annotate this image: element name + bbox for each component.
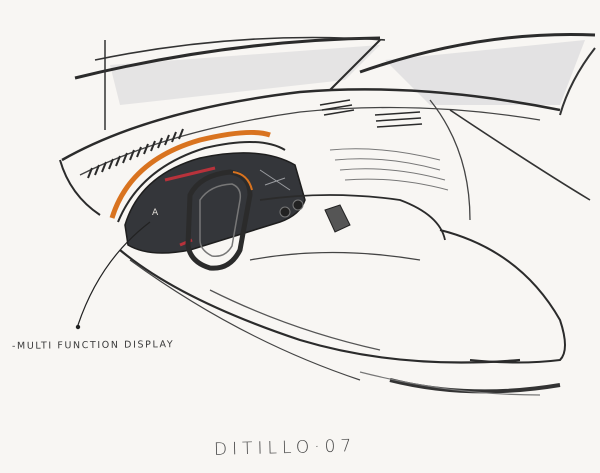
callout-letter: A [152, 208, 159, 218]
front-edge [129, 259, 361, 381]
display-knob-1 [279, 206, 291, 218]
seat-hatching [329, 148, 449, 191]
callout-leader [77, 221, 151, 326]
display-reflection [259, 169, 291, 191]
console-surface [249, 251, 421, 261]
defrost-vent [87, 128, 184, 179]
windshield-wash [110, 45, 380, 105]
center-console [259, 194, 446, 241]
lower-body-sweep-2 [209, 289, 381, 351]
dash-front-edge [59, 159, 101, 216]
steering-orange-accent [232, 171, 253, 191]
dash-top [61, 88, 561, 162]
side-vents [319, 99, 423, 128]
side-window-frame [559, 47, 596, 116]
display-knob-2 [292, 199, 304, 211]
artist-signature: DITILLO·07 [213, 436, 357, 460]
cluster-hood-orange [109, 129, 271, 219]
display-body [124, 152, 306, 254]
cluster-hood-outline [117, 141, 286, 223]
display-caption: -MULTI FUNCTION DISPLAY [11, 339, 175, 352]
door-shell-top [449, 109, 591, 201]
steering-yoke-inner [199, 183, 242, 258]
door-shell [439, 229, 566, 364]
callout-dot [75, 324, 81, 330]
gear-shifter [324, 204, 351, 233]
steering-yoke [185, 169, 253, 271]
b-pillar [429, 99, 471, 221]
lower-body-sweep [119, 249, 521, 364]
sill-shadow-2 [359, 371, 541, 396]
roof-line [74, 36, 381, 80]
windshield-edge [329, 39, 381, 91]
roof-line-2 [94, 36, 386, 61]
side-window-top [359, 32, 596, 74]
sill-shadow [389, 378, 561, 394]
side-window-wash [385, 40, 585, 105]
display-highlight-red [164, 166, 216, 182]
